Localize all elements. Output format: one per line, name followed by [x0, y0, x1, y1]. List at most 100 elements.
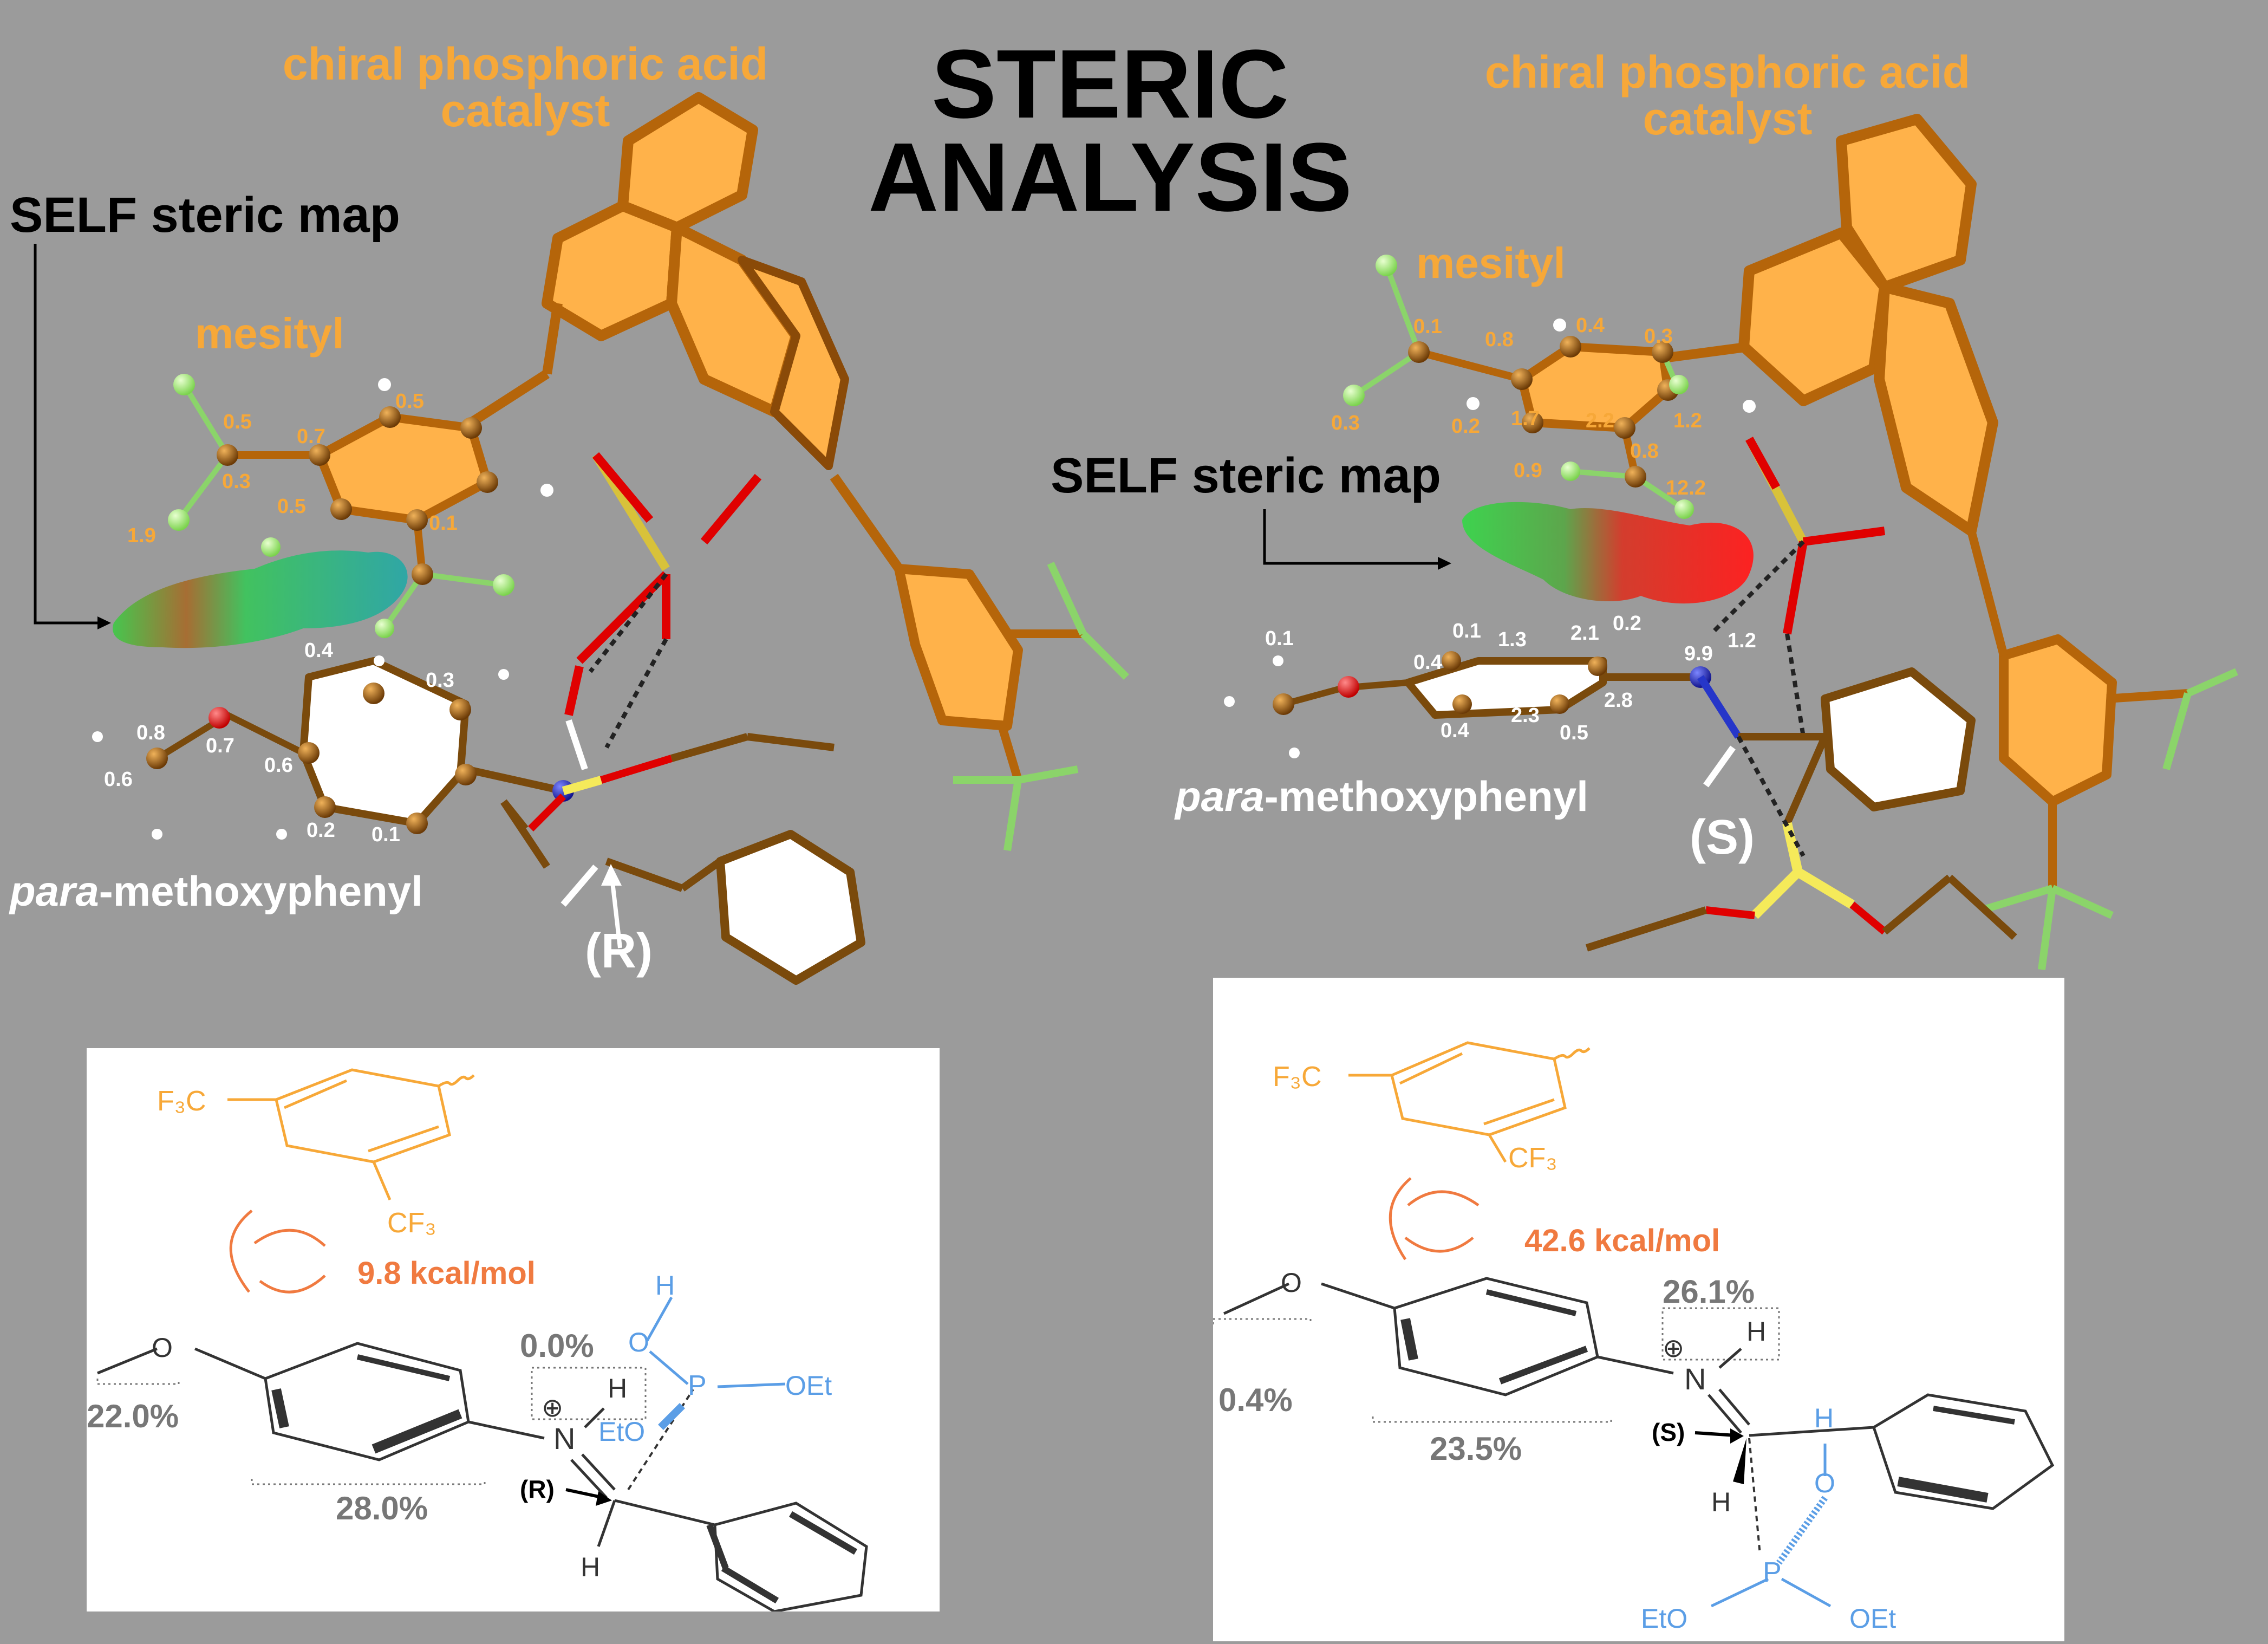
- right-oh-h: H: [1814, 1403, 1834, 1433]
- left-mesityl-value: 0.3: [222, 470, 251, 493]
- right-pmp-value: 2.1: [1570, 622, 1599, 645]
- right-mesityl-value: 1.2: [1673, 410, 1702, 432]
- left-scheme-drawing: F₃C CF₃ 9.8 kcal/mol O: [87, 1068, 868, 1613]
- left-pct-nh: 0.0%: [520, 1328, 594, 1364]
- left-cf3-aryl: [227, 1068, 475, 1200]
- left-pmp-value: 0.1: [372, 823, 400, 846]
- left-brackets: [96, 1367, 647, 1485]
- right-pmp-value: 1.3: [1498, 628, 1527, 651]
- right-ch-h: H: [1711, 1487, 1731, 1517]
- left-stereo-label: (R): [585, 924, 653, 978]
- left-mesityl-value: 0.7: [297, 425, 325, 448]
- right-mesityl-value: 12.2: [1666, 477, 1706, 499]
- right-pmp-value: 0.1: [1452, 620, 1481, 642]
- left-pmp-value: 1.1: [318, 674, 347, 697]
- left-clash-arcs: [229, 1210, 326, 1294]
- title-line-2: ANALYSIS: [868, 123, 1352, 232]
- left-stereo: (R): [520, 1475, 555, 1503]
- molecular-models-artwork: [34, 92, 2238, 985]
- self-map-pointer-right: [1263, 509, 1441, 565]
- left-mesityl-value: 0.5: [395, 390, 424, 413]
- right-stereo: (S): [1652, 1418, 1685, 1446]
- right-mesityl-value: 2.2: [1586, 410, 1614, 432]
- right-pmp-value: 0.4: [1413, 651, 1442, 674]
- right-mesityl-value: 0.1: [1413, 315, 1442, 338]
- right-mesityl-value: 0.8: [1485, 328, 1514, 351]
- left-ch-h: H: [581, 1552, 600, 1582]
- right-stereo-label: (S): [1690, 810, 1755, 865]
- right-pmp-value: 2.3: [1511, 704, 1540, 727]
- left-mesityl-value: 0.5: [277, 495, 306, 518]
- right-pmp-value: 0.5: [1560, 722, 1588, 744]
- left-pct-ome: 22.0%: [87, 1398, 179, 1434]
- right-brackets: [1212, 1307, 1780, 1423]
- left-oet: OEt: [785, 1370, 832, 1401]
- left-pmp-value: 0.6: [104, 768, 133, 791]
- left-pmp-label: para-methoxyphenyl: [10, 867, 423, 915]
- right-mesityl-value: 0.3: [1331, 412, 1360, 434]
- right-pmp-value: 2.8: [1604, 689, 1633, 712]
- right-pct-ome: 0.4%: [1218, 1382, 1293, 1418]
- left-nh-h: H: [608, 1373, 627, 1403]
- left-pmp-ring: [97, 1342, 545, 1461]
- left-cf3-b: CF₃: [387, 1207, 436, 1239]
- left-pmp-value: 0.4: [304, 639, 333, 662]
- left-mesityl-label: mesityl: [195, 309, 344, 358]
- left-oh-h: H: [655, 1270, 675, 1301]
- right-pmp-value: 0.4: [1441, 719, 1469, 742]
- right-scheme-panel: F₃C CF₃ 42.6 kcal/mol O: [1212, 978, 2064, 1641]
- right-mesityl-label: mesityl: [1416, 239, 1566, 287]
- left-eto: EtO: [598, 1416, 645, 1447]
- left-pmp-value: 0.6: [264, 754, 293, 777]
- right-mesityl-value: 0.9: [1514, 459, 1542, 482]
- right-n-plus: ⊕: [1663, 1334, 1684, 1363]
- left-oh-o: O: [628, 1327, 649, 1357]
- right-mesityl-value: 0.2: [1451, 415, 1480, 438]
- left-pmp-value: 0.8: [136, 722, 165, 744]
- left-energy: 9.8 kcal/mol: [357, 1256, 536, 1291]
- right-pmp-value: 1.2: [1728, 629, 1756, 652]
- right-energy: 42.6 kcal/mol: [1524, 1223, 1720, 1258]
- right-pct-ring: 23.5%: [1430, 1431, 1522, 1467]
- left-pmp-value: 0.7: [206, 735, 234, 757]
- left-catalyst-label: chiral phosphoric acid catalyst: [282, 38, 768, 136]
- figure-title: STERIC ANALYSIS: [866, 30, 1354, 232]
- right-cf3-a: F₃C: [1273, 1061, 1322, 1093]
- right-nh-h: H: [1746, 1316, 1766, 1347]
- left-self-map-label: SELF steric map: [10, 187, 400, 243]
- left-phosphite: [646, 1296, 786, 1430]
- right-cf3-aryl: [1348, 1041, 1591, 1163]
- right-mesityl-value: 0.3: [1644, 325, 1673, 348]
- left-cf3-a: F₃C: [157, 1086, 206, 1117]
- title-line-1: STERIC: [931, 30, 1289, 139]
- right-mesityl-value: 0.8: [1630, 440, 1659, 463]
- right-p: P: [1763, 1557, 1782, 1588]
- left-mesityl-value: 1.9: [127, 524, 156, 547]
- right-ome-o: O: [1281, 1268, 1302, 1298]
- left-scheme-panel: F₃C CF₃ 9.8 kcal/mol O: [87, 1048, 940, 1613]
- right-cf3-b: CF₃: [1508, 1142, 1557, 1174]
- right-pmp-value: 0.2: [1613, 612, 1641, 635]
- right-pmp-ring: [1223, 1277, 1674, 1396]
- left-p: P: [688, 1370, 707, 1401]
- right-catalyst-model: [1224, 114, 2238, 970]
- left-mesityl-value: 0.5: [223, 411, 252, 433]
- right-eto: EtO: [1641, 1603, 1687, 1634]
- left-pmp-value: 0.3: [426, 669, 454, 692]
- right-pct-nh: 26.1%: [1663, 1273, 1755, 1310]
- left-pct-ring: 28.0%: [336, 1490, 428, 1526]
- right-n: N: [1684, 1362, 1706, 1396]
- left-mesityl-value: 0.1: [429, 512, 458, 535]
- self-map-pointer-left: [34, 244, 103, 625]
- right-catalyst-label: chiral phosphoric acid catalyst: [1484, 47, 1971, 144]
- left-pmp-value: 0.2: [307, 819, 335, 842]
- left-n: N: [553, 1421, 575, 1455]
- right-pmp-value: 9.9: [1684, 642, 1713, 665]
- right-pmp-label: para-methoxyphenyl: [1175, 772, 1588, 820]
- right-mesityl-value: 0.4: [1576, 314, 1605, 337]
- right-pmp-value: 0.1: [1265, 627, 1294, 650]
- right-self-map-label: SELF steric map: [1051, 448, 1441, 503]
- left-catalyst-model: [92, 92, 1129, 985]
- right-phosphite: [1710, 1444, 1832, 1608]
